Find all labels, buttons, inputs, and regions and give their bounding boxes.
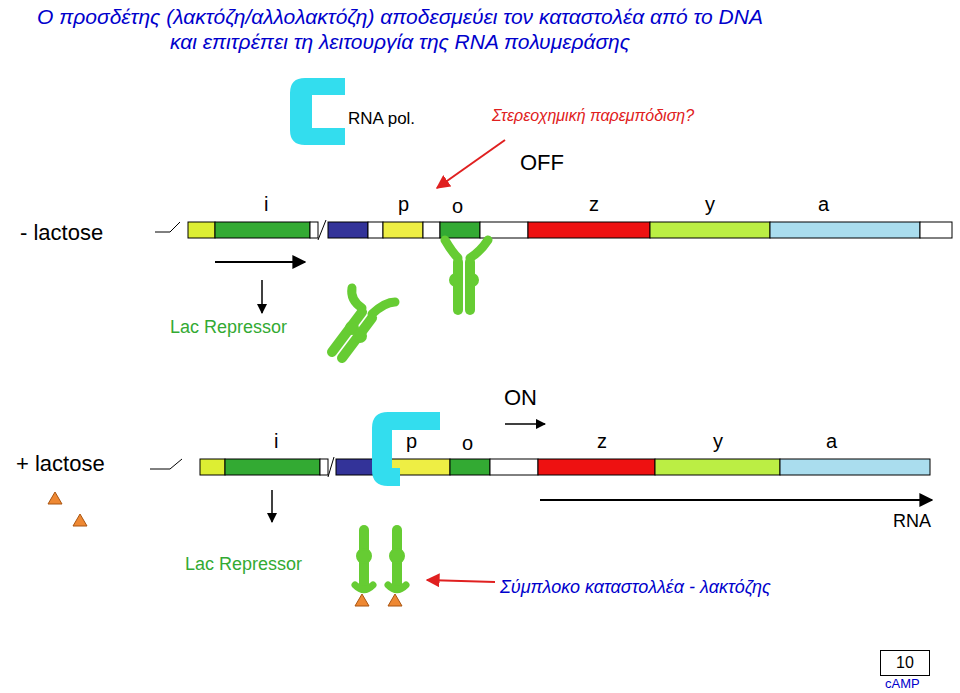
free-repressor [332,288,395,358]
red-pointer-arrow [437,140,505,188]
transcription-arrow-i [215,261,305,263]
page-number: 10 [881,654,929,672]
repressor-lactose-complex [355,530,406,590]
annotation-note: Σύμπλοκο καταστολλέα - λακτόζης [500,578,771,598]
gene-letter: p [406,430,417,452]
protein-label: Lac Repressor [185,555,302,575]
state-label: ON [504,386,537,410]
translation-arrow [261,280,263,313]
gene-letter: z [589,193,599,215]
lactose-molecule [355,594,369,606]
lactose-molecule [48,492,62,504]
red-pointer-arrow [427,580,495,582]
slide-title: Ο προσδέτης (λακτόζη/αλλολακτόζη) αποδεσ… [30,4,770,54]
bound-repressor [445,240,488,310]
annotation-note: Στερεοχημική παρεμπόδιση? [492,107,694,125]
footnote-label: cAMP [885,677,920,691]
gene-letter: o [462,432,473,454]
on-arrow [505,423,545,425]
lactose-molecule [388,594,402,606]
gene-letter: o [452,195,463,217]
rna-polymerase [290,78,345,145]
condition-label: - lactose [20,221,103,245]
gene-letter: a [818,193,829,215]
translation-arrow [271,490,273,522]
gene-letter: i [264,193,268,215]
condition-label: + lactose [16,452,105,476]
gene-letter: y [705,193,715,215]
gene-letter: z [597,430,607,452]
gene-letter: y [713,430,723,452]
dna-top [155,220,952,240]
rna-polymerase-bound [372,412,440,486]
page-number-box: 10 [880,650,930,676]
gene-letter: i [274,430,278,452]
protein-label: Lac Repressor [170,318,287,338]
state-label: OFF [520,151,564,175]
enzyme-label: RNA pol. [348,110,415,129]
dna-bottom [150,457,930,477]
rna-arrow [540,499,932,501]
lactose-molecule [73,514,87,526]
product-label: RNA [893,512,931,532]
gene-letter: p [398,193,409,215]
gene-letter: a [826,430,837,452]
